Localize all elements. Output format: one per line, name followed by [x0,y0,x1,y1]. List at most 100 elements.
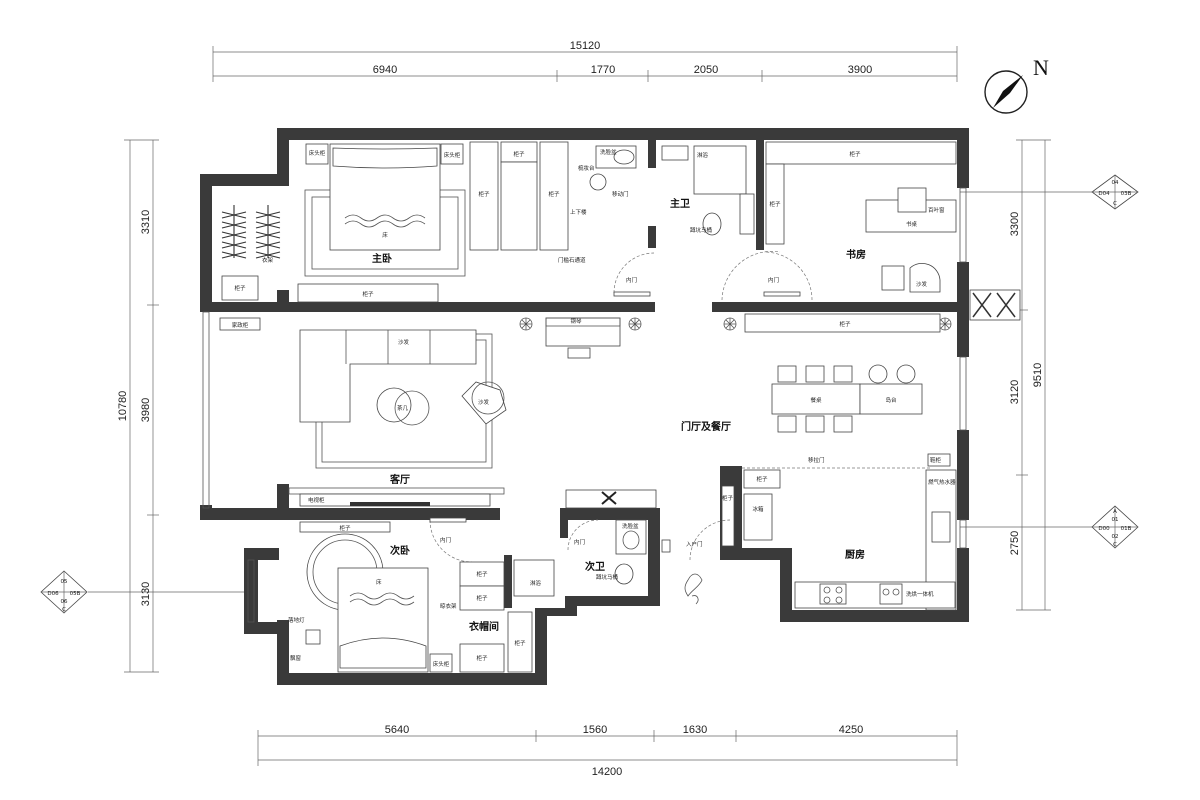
label: 柜子 [234,284,246,292]
label: 落地灯 [288,616,305,624]
bedside-table [429,653,453,673]
kitchen-sink [931,511,951,543]
label: 淋浴 [530,579,542,587]
cloakroom: 柜子 柜子 晾衣架 柜子 柜子 衣帽间 [440,561,533,673]
label: 床头柜 [433,660,450,668]
room-name-master-bedroom: 主卧 [372,252,392,265]
shower [693,145,747,195]
toilet [702,212,722,236]
label: 移动门 [612,190,629,198]
label: 茶几 [397,404,409,412]
label: 沙发 [916,280,928,288]
dim-right-1: 3300 [1009,212,1021,236]
label: 柜子 [839,320,851,328]
label: 家政柜 [232,321,249,329]
axis-tag-text: D04 [1098,191,1110,197]
label: 沙发 [398,338,410,346]
second-bedroom: 柜子 床 次卧 床头柜 落地灯 飘窗 内门 [288,517,473,673]
master-bath: 淋浴 蹲坑马桶 主卫 内门 [661,145,813,301]
label: 百叶窗 [928,206,945,214]
label: 床头柜 [309,149,326,157]
north-arrow-icon [993,75,1023,108]
second-bath: 洗脸盆 蹲坑马桶 淋浴 次卫 内门 [513,489,671,597]
label: 柜子 [514,639,526,647]
axis-tag-text: C [62,607,66,613]
dining-chair [777,365,853,433]
axis-tag-text: 02 [1112,534,1119,540]
label: 柜子 [756,475,768,483]
wardrobe [469,141,499,251]
room-name-kitchen: 厨房 [845,548,865,561]
toilet [614,563,634,585]
label: 电视柜 [308,496,325,504]
piano [545,317,621,347]
label: 沙发 [478,398,490,406]
label: 飘窗 [290,654,302,662]
label: 柜子 [722,494,734,502]
dim-right-total: 9510 [1032,363,1044,387]
label: 柜子 [478,190,490,198]
north-label: N [1033,55,1049,80]
wash-basin [615,519,647,555]
label: 内门 [574,538,585,546]
plant-icon [519,317,952,331]
ac-unit-icon [969,289,1021,321]
label: 洗烘一体机 [906,590,934,598]
room-name-study: 书房 [846,248,866,261]
armchair [909,262,941,293]
label: 餐桌 [810,396,822,404]
label: 门槛石通道 [558,256,586,264]
study: 柜子 柜子 书桌 百叶窗 书房 沙发 [765,141,1021,321]
walls [200,128,969,685]
island-table [859,383,923,415]
clothes-rack-icon [221,205,281,259]
dim-bottom-2: 1560 [583,724,607,736]
wardrobe [539,141,569,251]
label: 床 [382,231,388,239]
label: 柜子 [513,150,525,158]
axis-tag-text: D06 [47,591,59,597]
dim-top-2: 1770 [591,64,615,76]
dim-bottom-3: 1630 [683,724,707,736]
axis-tag-text: C [1113,201,1117,207]
label: 淋浴 [697,151,709,159]
label: 上下楼 [570,208,587,216]
label: 梳妆台 [578,164,595,172]
axis-tag-text: 01B [1121,526,1132,532]
room-name-second-bedroom: 次卧 [390,544,410,557]
label: 柜子 [476,570,488,578]
decor-icon [684,573,703,605]
stove-icon [819,583,847,605]
label: 岛台 [885,396,897,404]
label: 洗脸盆 [622,522,639,530]
dim-bottom-1: 5640 [385,724,409,736]
dim-top-4: 3900 [848,64,872,76]
dim-right-3: 2750 [1009,531,1021,555]
label: 柜子 [476,654,488,662]
master-bedroom: 床头柜 床头柜 床 主卧 柜子 柜子 柜子 梳妆台 上下楼 门槛石通道 洗脸盆 … [221,141,655,303]
label: 柜子 [339,524,351,532]
axis-tag-right-bottom: A 01 D00 01B 02 C [1091,505,1139,549]
axis-tag-left: 05 D06 05B 06 C [40,570,88,614]
dim-bottom-total: 14200 [592,766,623,778]
label: 燃气热水器 [928,478,956,486]
bedside-table [305,143,329,165]
label: 移拉门 [808,456,825,464]
dim-top-3: 2050 [694,64,718,76]
room-name-living: 客厅 [389,473,410,486]
dim-left-3: 3130 [140,582,152,606]
axis-tag-text: 01 [1112,517,1119,523]
dim-left-1: 3310 [140,210,152,234]
bar-stool [896,364,916,384]
axis-tag-text: 03B [1121,191,1132,197]
room-name-foyer-dining: 门厅及餐厅 [681,420,731,433]
dimension-lines [88,46,1095,766]
wardrobe [459,561,505,587]
label: 衣架 [262,256,274,264]
dim-left-total: 10780 [117,391,129,422]
axis-tag-text: 05B [70,591,81,597]
dim-bottom-4: 4250 [839,724,863,736]
label: 床头柜 [444,151,461,159]
label: 床 [376,578,382,586]
